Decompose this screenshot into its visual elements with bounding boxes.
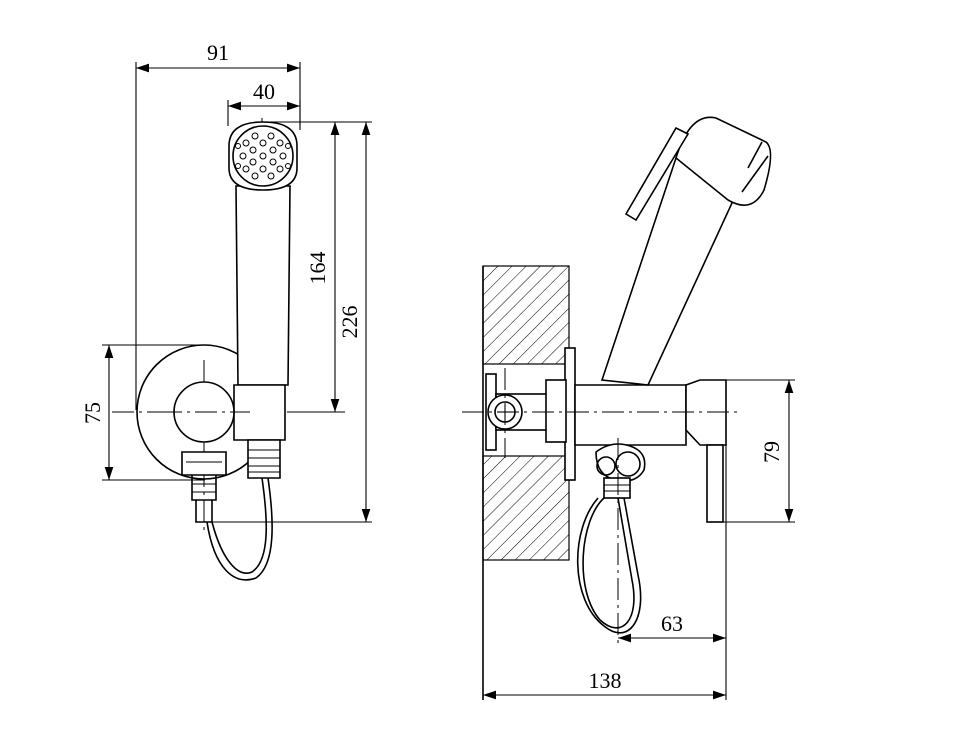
dim-text-226: 226 (337, 306, 362, 339)
wall-section-top (482, 265, 570, 365)
dim-text-40: 40 (253, 79, 275, 104)
side-hose (582, 497, 635, 629)
dim-text-91: 91 (207, 40, 229, 65)
shower-handle (235, 185, 291, 386)
trigger-lever (624, 126, 690, 222)
dim-text-138: 138 (589, 668, 622, 693)
holder-bracket (233, 384, 286, 441)
shower-head (228, 121, 298, 191)
wall-section-bottom (482, 455, 570, 561)
dim-text-164: 164 (305, 252, 330, 285)
dim-text-63: 63 (661, 611, 683, 636)
dim-text-75: 75 (80, 402, 105, 424)
hose (211, 477, 267, 574)
dim-text-79: 79 (759, 441, 784, 463)
side-view: 138 63 79 (462, 116, 795, 700)
spray-nozzles (235, 132, 291, 180)
outlet-connector (181, 451, 227, 476)
valve-body (574, 384, 687, 446)
side-head (675, 116, 772, 206)
outlet-spout (706, 444, 724, 523)
front-view: 91 40 164 226 75 (80, 40, 372, 581)
